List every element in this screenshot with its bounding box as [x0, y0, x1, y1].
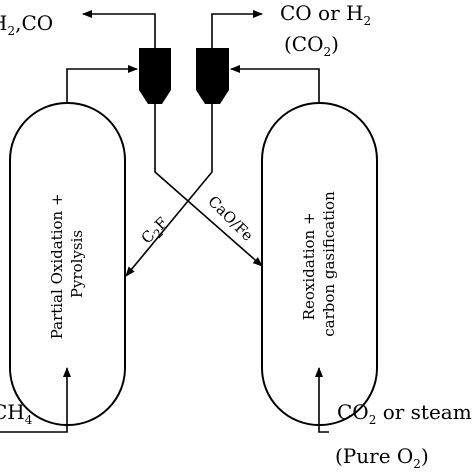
right-stream-label: CaO/Fe — [204, 192, 257, 245]
right-outlet-label-line2: (CO2) — [284, 32, 339, 59]
left-reactor-label: Partial Oxidation + Pyrolysis — [48, 189, 86, 340]
left-outlet-label: H2,CO — [0, 11, 53, 38]
cross-arrow-to-right-reactor — [154, 104, 263, 267]
cross-arrow-to-left-reactor — [125, 104, 213, 277]
right-outlet-label-line1: CO or H2 — [280, 1, 371, 28]
right-gas-outlet-arrow — [211, 10, 263, 48]
right-feed-label-line1: CO2 or steam — [337, 400, 472, 427]
right-reactor-label: Reoxidation + carbon gasification — [300, 191, 338, 337]
right-riser-arrow — [230, 65, 320, 103]
left-feed-label: CH4 — [0, 400, 33, 427]
left-stream-label: C2F — [138, 214, 174, 250]
right-cyclone — [196, 48, 229, 104]
left-riser-arrow — [66, 65, 138, 103]
left-gas-outlet-arrow — [82, 10, 156, 48]
left-feed-arrow — [0, 367, 71, 433]
right-feed-label-line2: (Pure O2) — [335, 444, 429, 471]
right-feed-arrow — [315, 367, 329, 433]
left-cyclone — [139, 48, 171, 104]
